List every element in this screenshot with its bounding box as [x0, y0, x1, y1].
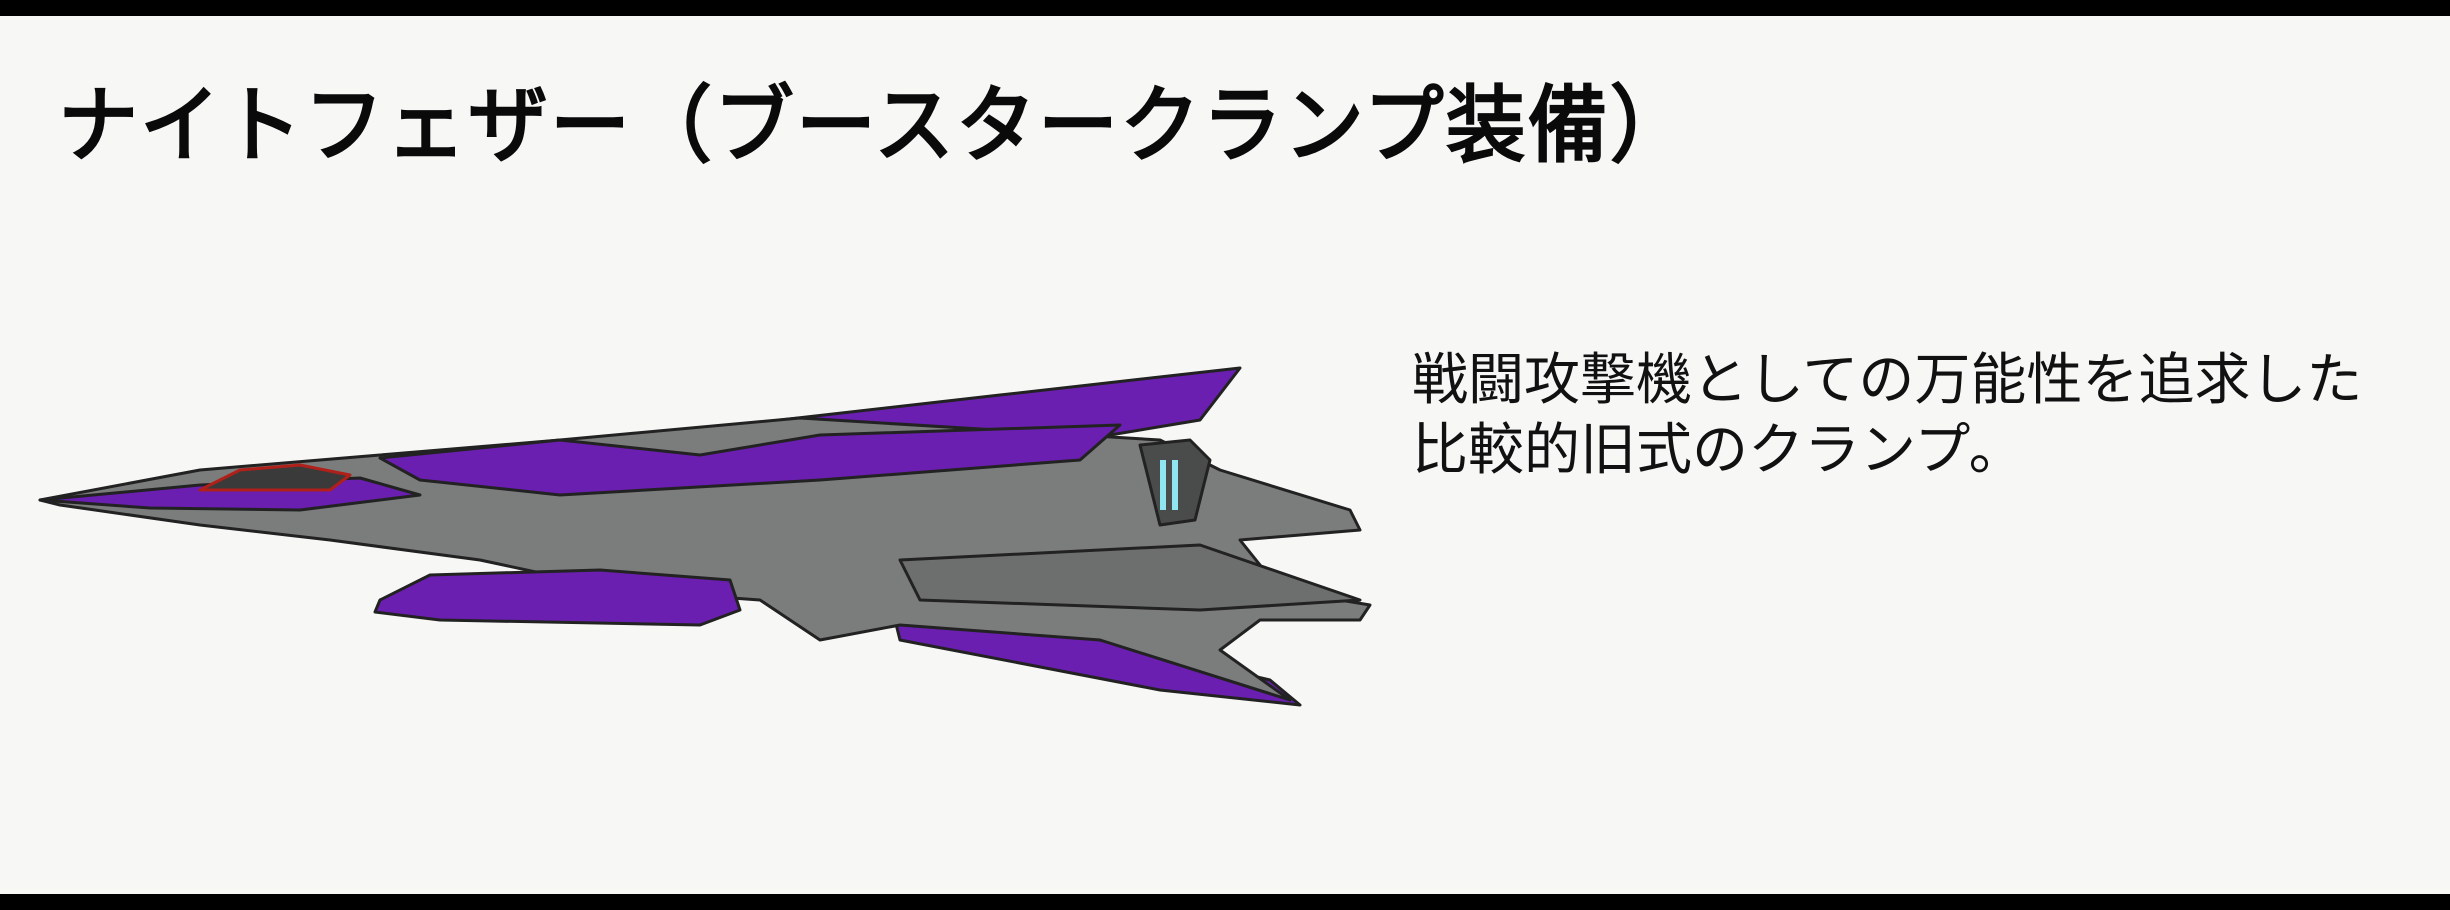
page-title: ナイトフェザー（ブースタークランプ装備）	[58, 75, 1692, 175]
description-line-1: 戦闘攻撃機としての万能性を追求した	[1412, 348, 2363, 413]
canopy	[198, 463, 352, 492]
upper-stripe	[378, 423, 1122, 497]
booster-pod	[373, 568, 742, 627]
description: 戦闘攻撃機としての万能性を追求した 比較的旧式のクランプ。	[1412, 346, 2362, 486]
description-line-2: 比較的旧式のクランプ。	[1412, 418, 2025, 483]
thruster-glow	[1160, 460, 1166, 510]
rear-nozzle	[898, 543, 1362, 612]
